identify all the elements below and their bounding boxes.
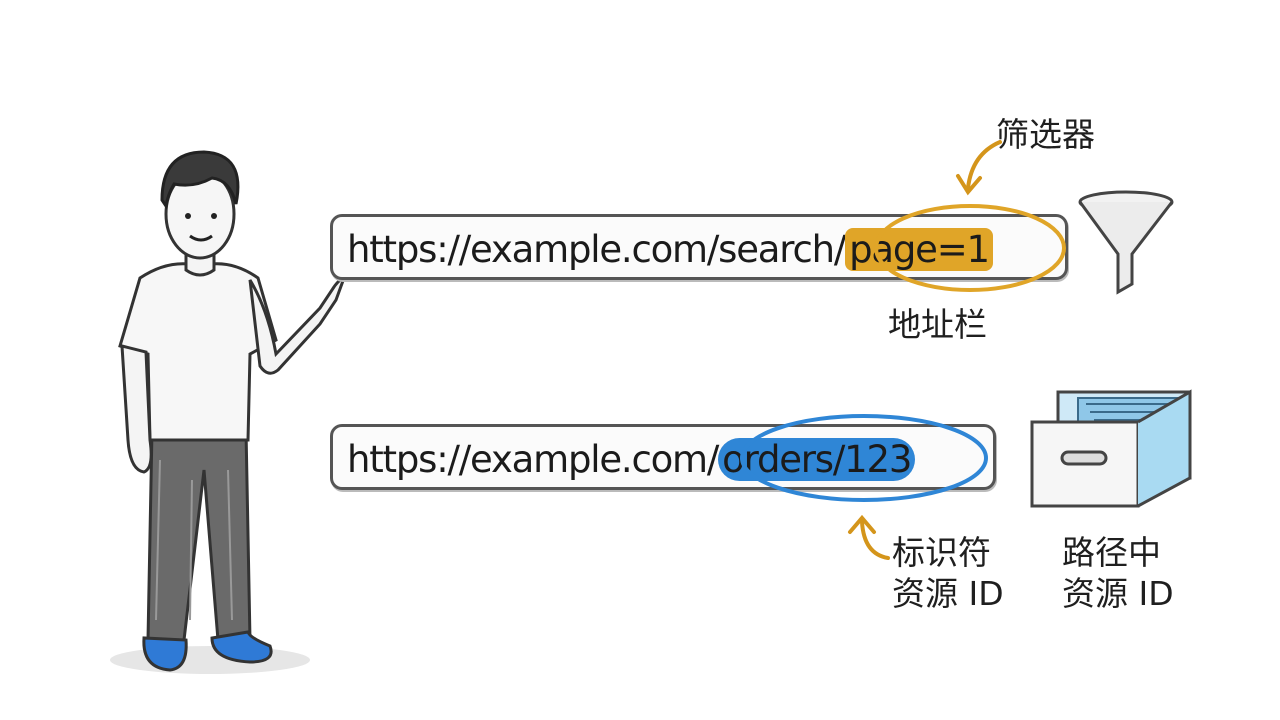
identifier-arrow (848, 514, 890, 560)
id-highlight-ring (740, 414, 988, 502)
path-url-prefix: https://example.com/ (347, 438, 719, 481)
address-bar-label: 地址栏 (888, 305, 987, 344)
filter-label: 筛选器 (996, 115, 1095, 154)
query-url-prefix: https://example.com/search/ (347, 228, 846, 271)
identifier-label: 标识符 资源 ID (892, 532, 1004, 615)
query-url-highlight: page=1 (845, 228, 993, 271)
query-url-bar[interactable]: https://example.com/search/page=1 (330, 214, 1068, 280)
path-id-label-line2: 资源 ID (1062, 574, 1174, 614)
funnel-icon (1078, 190, 1174, 295)
filter-highlight-ring (874, 204, 1066, 292)
path-id-label-line1: 路径中 (1062, 533, 1161, 572)
path-id-label: 路径中 资源 ID (1062, 532, 1174, 615)
identifier-label-line2: 资源 ID (892, 574, 1004, 614)
identifier-label-line1: 标识符 (892, 533, 991, 572)
filter-arrow (956, 140, 1002, 196)
file-box-icon (1030, 389, 1192, 508)
person-illustration (110, 150, 347, 674)
